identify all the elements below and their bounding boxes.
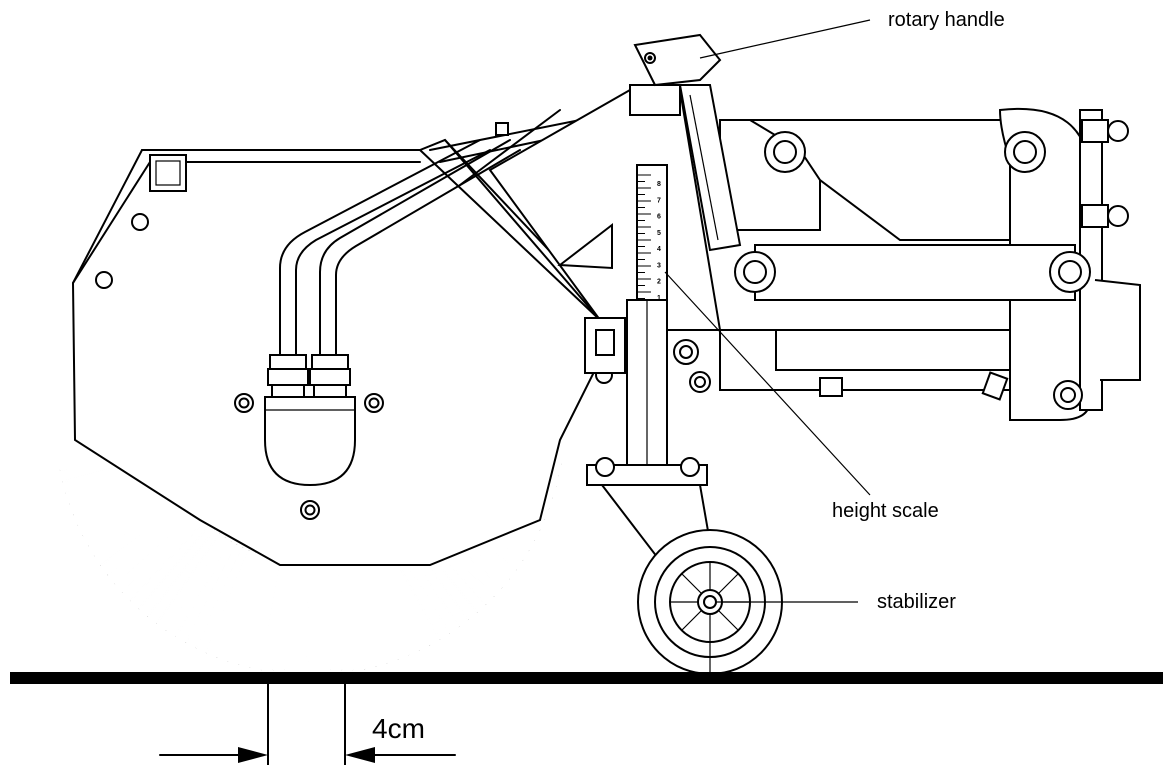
pin-bolt xyxy=(764,131,806,173)
bristle-fill xyxy=(165,537,227,631)
hose-fitting xyxy=(309,354,351,398)
hex-nut xyxy=(1081,204,1129,228)
bristle-fill xyxy=(272,560,290,671)
gap-dimension xyxy=(159,683,456,766)
bristle-fill xyxy=(354,555,389,664)
scale-number: 1 xyxy=(657,295,661,302)
height-scale-bar: 1 2 3 4 5 6 7 8 xyxy=(636,164,668,316)
stabilizer-label: stabilizer xyxy=(877,591,956,613)
bristle-fill xyxy=(87,489,181,547)
hydraulic-motor xyxy=(264,396,356,487)
scale-number: 2 xyxy=(657,279,661,286)
bristle-fill xyxy=(314,562,320,671)
pin-bolt xyxy=(1049,251,1091,293)
scale-numbers: 1 2 3 4 5 6 7 8 xyxy=(657,181,661,302)
bristle-fill xyxy=(129,520,206,602)
bristle-fill xyxy=(321,561,332,671)
bristle-fill xyxy=(216,552,257,658)
gap-dimension-label: 4cm xyxy=(372,713,425,744)
bristle-fill xyxy=(334,560,355,671)
hydraulic-hose xyxy=(279,139,491,361)
bristle-fill xyxy=(155,533,221,625)
bristle-fill xyxy=(341,558,366,670)
hex-nut xyxy=(1081,119,1129,143)
bristle-fill xyxy=(146,529,216,618)
bristle-fill xyxy=(226,554,263,662)
bristle-fill xyxy=(260,559,283,671)
scale-number: 7 xyxy=(657,197,661,204)
bristle-fill xyxy=(237,556,270,666)
stabilizer-wheel xyxy=(637,529,783,675)
pin-bolt xyxy=(1053,380,1083,410)
hydraulic-hose xyxy=(319,139,521,361)
square-tube xyxy=(149,154,187,192)
motor-bolt xyxy=(364,393,384,413)
bristle-fill xyxy=(306,562,310,671)
bristle-fill xyxy=(114,510,196,585)
scale-number: 6 xyxy=(657,214,661,221)
mount-frame xyxy=(734,107,1141,421)
height-scale-label: height scale xyxy=(832,500,939,522)
hose-fitting xyxy=(267,354,309,398)
bristle-fill xyxy=(93,495,184,557)
pin-bolt xyxy=(734,251,776,293)
stabilizer-assembly xyxy=(586,299,783,675)
bristle-fill xyxy=(100,500,188,567)
bristle-fill xyxy=(367,551,410,656)
pin-bolt xyxy=(1004,131,1046,173)
bristle-fill xyxy=(347,557,377,667)
height-scale-leader xyxy=(664,271,871,496)
bristle-fill xyxy=(327,561,343,671)
rotary-handle xyxy=(633,33,742,252)
bristle-fill xyxy=(249,558,276,669)
bristle-fill xyxy=(106,505,192,576)
motor-bolt xyxy=(300,500,320,520)
scale-ticks xyxy=(637,174,651,306)
scale-number: 8 xyxy=(657,181,661,188)
scale-number: 4 xyxy=(657,246,661,253)
bristle-fill xyxy=(174,540,232,638)
bristle-fill xyxy=(283,561,296,671)
housing-hole xyxy=(95,271,113,289)
brush-assembly xyxy=(59,138,601,671)
motor-bolt xyxy=(234,393,254,413)
bristle-fill xyxy=(360,553,400,660)
bristle-fill xyxy=(194,546,244,649)
bristle-fill xyxy=(295,562,303,671)
scale-number: 3 xyxy=(657,262,661,269)
bristle-fill xyxy=(184,543,238,644)
brush-top-rail xyxy=(72,149,421,284)
rotary-handle-label: rotary handle xyxy=(888,9,1005,31)
bristle-fill xyxy=(205,549,250,654)
ground-line xyxy=(10,672,1163,684)
scale-number: 5 xyxy=(657,230,661,237)
bristle-fill xyxy=(137,524,210,610)
bristle-fill xyxy=(121,515,201,594)
rotary-handle-leader xyxy=(699,19,871,59)
housing-hole xyxy=(131,213,149,231)
